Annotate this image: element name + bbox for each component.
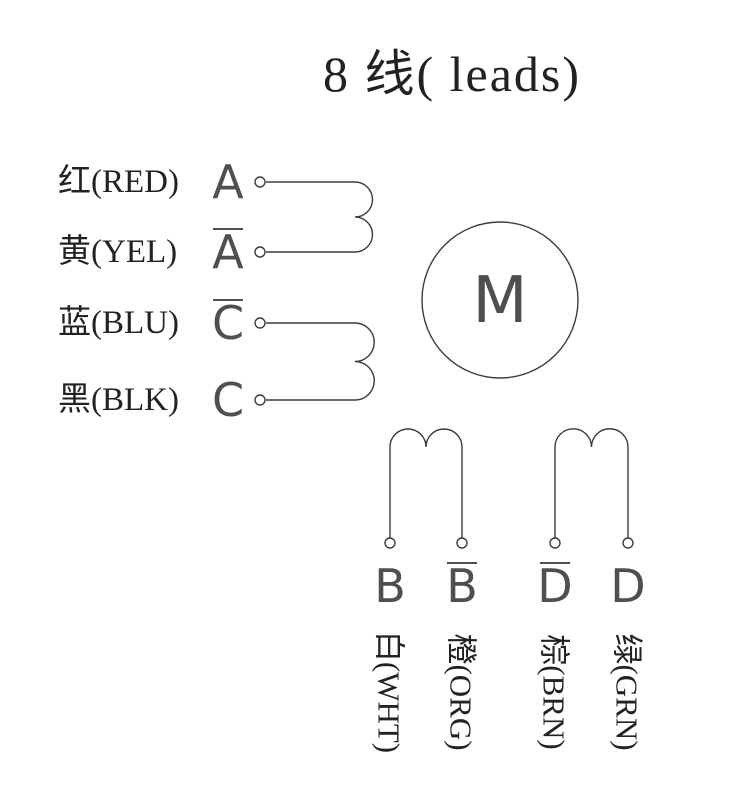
lead-color-label-black: 黑(BLK) [58,382,179,418]
lead-color-label-blue: 蓝(BLU) [58,305,179,341]
lead-terminal-b: B [374,559,406,613]
terminal-circle-b [384,537,396,549]
lead-terminal-c-bar: C [204,297,252,349]
lead-terminal-b-bar: B [438,560,486,612]
terminal-circle-c-bar [254,317,266,329]
lead-terminal-d: D [610,559,646,613]
lead-color-label-yellow: 黄(YEL) [58,234,178,270]
lead-terminal-a: A [212,155,244,209]
lead-color-label-orange: 橙(ORG) [443,633,479,751]
coil-b-winding [389,428,463,538]
terminal-circle-c [254,394,266,406]
diagram-title: 8 线( leads) [322,46,582,102]
lead-color-label-white: 白(WHT) [371,630,407,754]
coil-a-winding [266,181,374,253]
lead-color-label-red: 红(RED) [58,164,179,200]
lead-color-label-green: 绿(GRN) [609,633,645,751]
terminal-circle-b-bar [456,537,468,549]
terminal-circle-d-bar [549,537,561,549]
coil-d-winding [554,428,629,538]
lead-terminal-d-bar: D [531,560,579,612]
lead-terminal-a-bar: A [204,226,252,278]
coil-c-winding [266,322,375,401]
motor-label: M [472,264,528,338]
terminal-circle-a [254,176,266,188]
terminal-circle-d [622,537,634,549]
lead-terminal-c: C [211,373,245,427]
motor-circle [421,221,579,379]
lead-color-label-brown: 棕(BRN) [536,634,572,750]
terminal-circle-a-bar [254,246,266,258]
